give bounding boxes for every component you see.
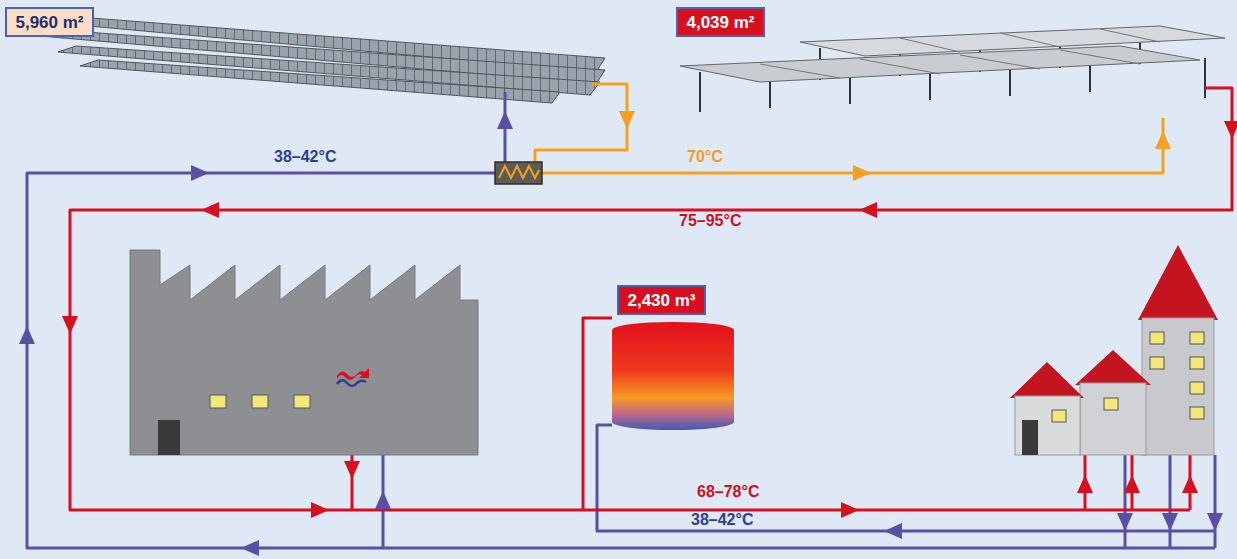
factory-logo <box>337 368 369 380</box>
exchanger-body <box>495 162 542 184</box>
flow-arrow <box>375 491 391 509</box>
trough-seam <box>760 64 840 78</box>
factory-logo <box>337 380 366 386</box>
exchanger-coil <box>499 166 539 178</box>
trough-seam <box>1000 33 1060 47</box>
house <box>1080 383 1146 455</box>
house-roof <box>1075 350 1151 385</box>
flow-arrow <box>841 502 859 518</box>
area-label: 2,430 m³ <box>627 292 695 309</box>
house-window <box>1052 410 1066 422</box>
flow-arrow <box>1224 121 1237 139</box>
trough-seam <box>1100 29 1160 42</box>
flow-arrow <box>19 326 35 344</box>
storage-tank <box>612 322 734 430</box>
return-pipe <box>1214 455 1217 548</box>
house-window <box>1190 382 1204 394</box>
trough-seam <box>960 55 1040 69</box>
flow-arrow <box>619 111 635 129</box>
factory-window <box>294 395 310 408</box>
label-box: 5,960 m² <box>5 7 94 37</box>
collector-leg <box>1009 66 1011 96</box>
flow-arrow <box>311 502 329 518</box>
house-window <box>1150 357 1164 369</box>
temperature-label: 70°C <box>687 149 723 165</box>
flow-arrow <box>1182 475 1198 493</box>
factory-building <box>130 250 478 455</box>
flow-arrow <box>201 202 219 218</box>
collector-flow-pipe <box>535 84 627 163</box>
temperature-label: 38–42°C <box>691 512 753 528</box>
house-roof <box>1138 245 1218 320</box>
collector-leg <box>699 72 701 112</box>
trough-seam <box>1060 50 1140 64</box>
return-pipe <box>1124 455 1127 548</box>
flow-arrow <box>1162 513 1178 531</box>
flow-arrow <box>1124 475 1140 493</box>
apartment-block <box>1142 318 1214 455</box>
trough-seam <box>900 38 960 52</box>
flow-arrows <box>19 111 1237 556</box>
preheated-pipe <box>540 118 1163 173</box>
temperature-label: 75–95°C <box>679 213 741 229</box>
return-pipe <box>1169 455 1172 548</box>
supply-pipe <box>70 88 1232 510</box>
trough-row <box>800 26 1225 56</box>
collector-leg <box>1204 58 1206 98</box>
house <box>1015 396 1080 455</box>
area-label: 5,960 m² <box>15 14 83 31</box>
flow-arrow <box>1077 475 1093 493</box>
house-window <box>1150 332 1164 344</box>
tank-body <box>612 322 734 430</box>
flow-arrow <box>1155 131 1171 149</box>
label-box: 2,430 m³ <box>617 285 706 315</box>
house-window <box>1104 398 1118 410</box>
house-window <box>1190 357 1204 369</box>
flow-arrow <box>344 461 360 479</box>
flow-arrow <box>62 316 78 334</box>
storage-pipe <box>583 318 612 510</box>
flow-arrow <box>241 540 259 556</box>
factory-window <box>210 395 226 408</box>
factory-door <box>158 420 180 455</box>
flat-plate-collector-field <box>22 14 605 103</box>
house-roof <box>1010 362 1084 398</box>
flow-arrow <box>1117 513 1133 531</box>
pipe-network <box>27 84 1232 548</box>
flow-arrow <box>853 165 871 181</box>
parabolic-trough-collector-field <box>680 26 1225 112</box>
flow-arrow <box>1207 513 1223 531</box>
heat-exchanger <box>495 162 542 184</box>
label-box: 4,039 m² <box>676 7 765 37</box>
collector-leg <box>1089 64 1091 92</box>
house-window <box>1190 332 1204 344</box>
return-pipe <box>27 173 1215 548</box>
flow-arrow <box>191 165 209 181</box>
house-door <box>1022 420 1038 455</box>
residential-buildings <box>1010 245 1218 455</box>
house-window <box>1190 407 1204 419</box>
flow-arrow <box>859 202 877 218</box>
temperature-label: 38–42°C <box>274 149 336 165</box>
area-label: 4,039 m² <box>686 14 754 31</box>
flow-arrow <box>497 111 513 129</box>
collector-row <box>80 60 560 103</box>
factory <box>130 250 478 455</box>
factory-window <box>252 395 268 408</box>
trough-seam <box>860 59 940 74</box>
flow-arrow <box>884 523 902 539</box>
temperature-label: 68–78°C <box>697 484 759 500</box>
